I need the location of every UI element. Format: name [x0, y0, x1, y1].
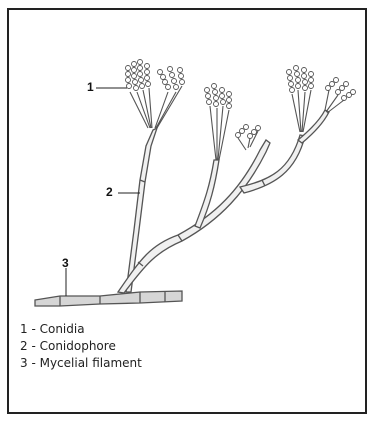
label-1: 1: [87, 80, 94, 94]
phialides: [130, 86, 344, 160]
label-3: 3: [62, 256, 69, 270]
legend-item-mycelial-filament: 3 - Mycelial filament: [20, 355, 142, 372]
legend-item-conidia: 1 - Conidia: [20, 321, 142, 338]
legend-item-conidophore: 2 - Conidophore: [20, 338, 142, 355]
legend: 1 - Conidia 2 - Conidophore 3 - Mycelial…: [20, 321, 142, 372]
label-2: 2: [106, 185, 113, 199]
mycelial-filament: [35, 291, 182, 306]
conidia-chains: [126, 60, 356, 139]
